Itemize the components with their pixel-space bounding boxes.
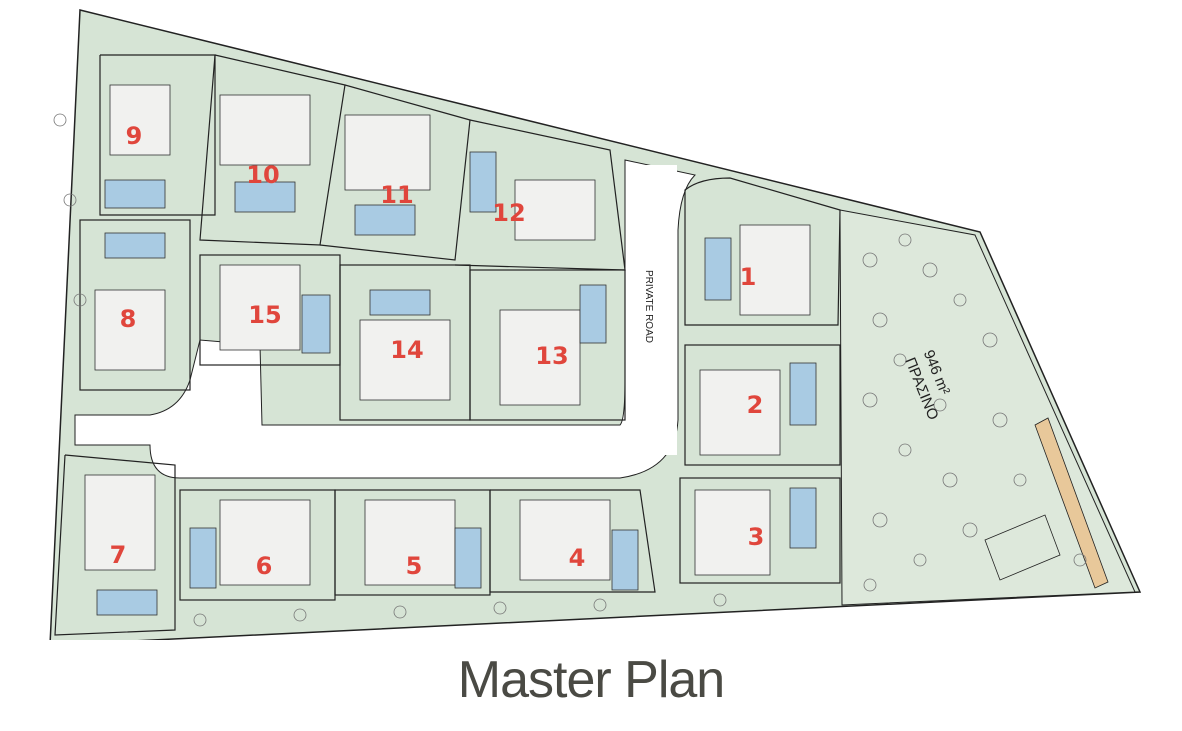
hatched-strip <box>1034 417 1109 589</box>
plot-number: 13 <box>535 342 568 370</box>
road-strip <box>627 165 677 455</box>
plot-number: 12 <box>492 199 525 227</box>
buildings <box>84 84 811 586</box>
plot-number: 8 <box>120 305 137 333</box>
trees <box>53 113 1087 627</box>
plot-number: 11 <box>380 181 413 209</box>
plot-number: 3 <box>748 523 765 551</box>
plot-number: 9 <box>126 122 143 150</box>
page-title: Master Plan <box>457 651 725 709</box>
plot-number: 15 <box>248 301 281 329</box>
pools <box>96 151 817 616</box>
green-area <box>839 209 1136 606</box>
plot-number: 2 <box>747 391 764 419</box>
parking-hatch <box>984 514 1061 581</box>
plot-number: 6 <box>256 552 273 580</box>
road-label: PRIVATE ROAD <box>643 270 654 343</box>
plot-number: 4 <box>569 544 586 572</box>
plot-boundaries <box>54 54 841 636</box>
plot-number: 1 <box>740 263 757 291</box>
plot-number: 7 <box>110 541 127 569</box>
plot-number: 14 <box>390 336 423 364</box>
master-plan-drawing: PRIVATE ROAD ΠΡΑΣΙΝΟ 946 m² 1 2 3 4 5 6 … <box>49 9 1142 640</box>
plot-number: 5 <box>406 552 423 580</box>
private-road <box>74 159 697 479</box>
plot-number: 10 <box>246 161 279 189</box>
